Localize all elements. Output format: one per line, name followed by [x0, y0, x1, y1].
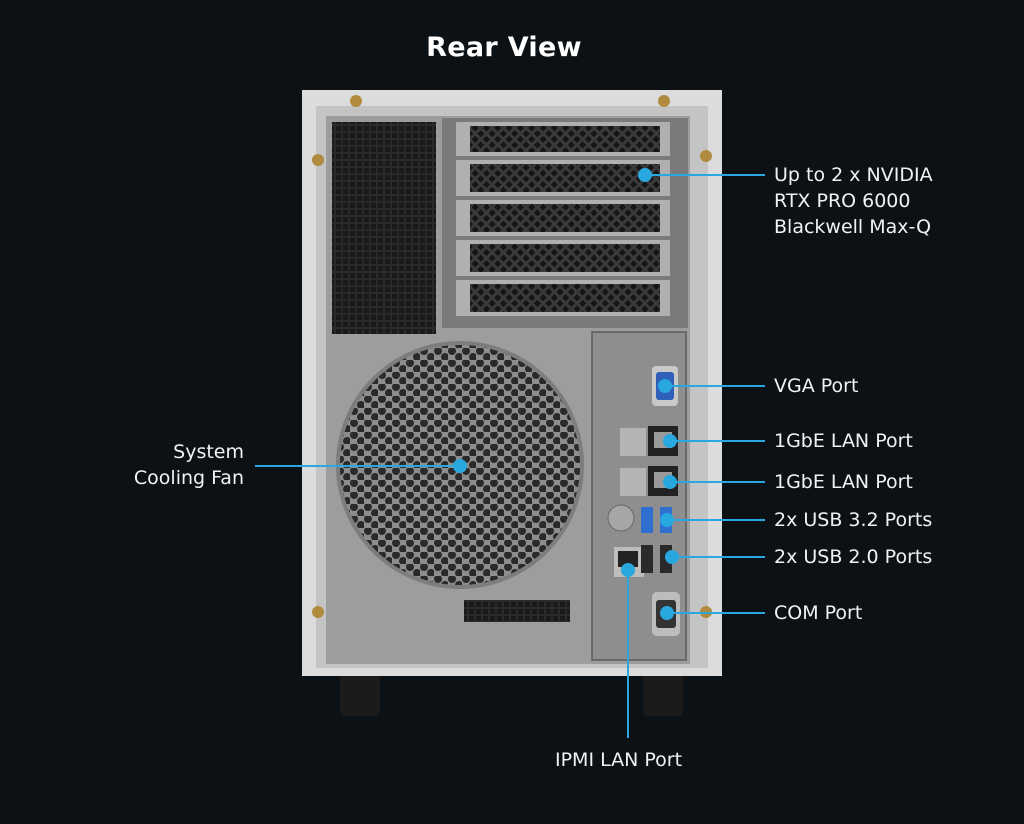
callout-dot-vga: [658, 379, 672, 393]
label-lan-port-2: 1GbE LAN Port: [774, 471, 913, 493]
label-gpu: Up to 2 x NVIDIA RTX PRO 6000 Blackwell …: [774, 164, 933, 238]
label-usb3-ports: 2x USB 3.2 Ports: [774, 509, 933, 531]
callout-dot-ipmi: [621, 563, 635, 577]
io-shield: [591, 331, 687, 661]
callout-dot-usb2: [665, 550, 679, 564]
label-cooling-fan: System Cooling Fan: [133, 441, 244, 489]
bottom-vent: [464, 600, 570, 622]
callout-lines: [255, 168, 765, 738]
callout-dot-fan: [453, 459, 467, 473]
foot-left: [340, 670, 380, 716]
foot-right: [643, 670, 683, 716]
psu-vent: [332, 122, 436, 334]
screws: [312, 95, 712, 618]
callout-dot-lan2: [663, 475, 677, 489]
label-usb2-ports: 2x USB 2.0 Ports: [774, 546, 933, 568]
label-vga-port: VGA Port: [774, 375, 859, 397]
callout-dot-lan1: [663, 434, 677, 448]
pcie-slots: [442, 118, 688, 328]
callout-dot-gpu: [638, 168, 652, 182]
callout-dot-com: [660, 606, 674, 620]
label-ipmi-lan-port: IPMI LAN Port: [555, 749, 683, 771]
label-lan-port-1: 1GbE LAN Port: [774, 430, 913, 452]
callout-dot-usb3: [660, 513, 674, 527]
diagram-title: Rear View: [426, 32, 582, 63]
label-com-port: COM Port: [774, 602, 863, 624]
